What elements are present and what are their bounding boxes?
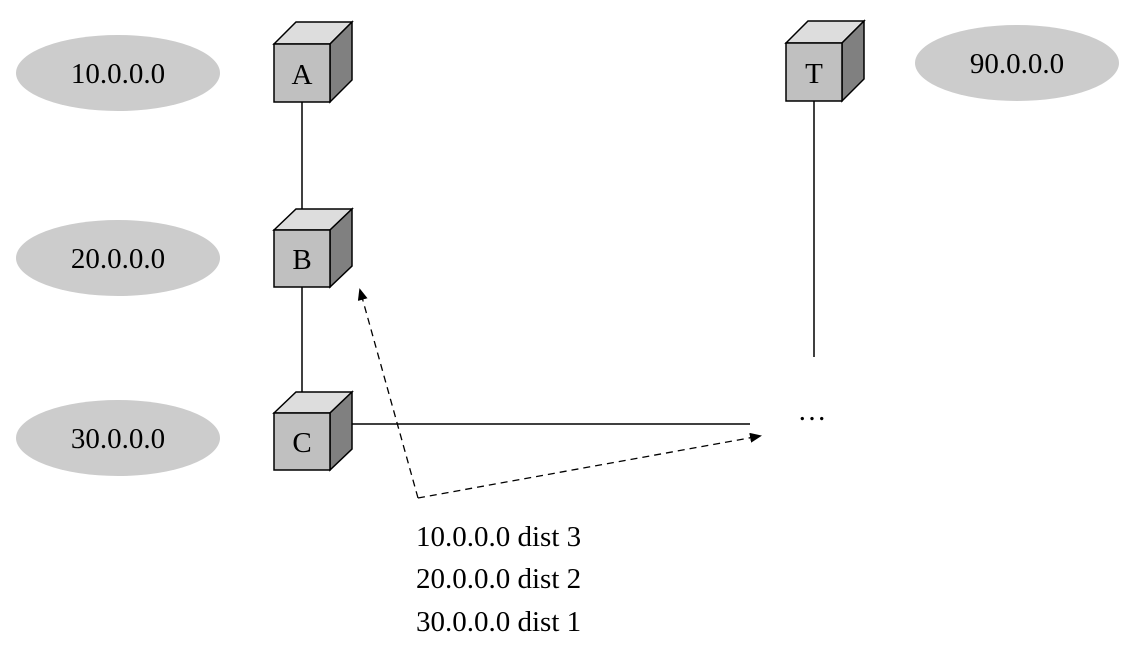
router-c-box: C — [272, 390, 354, 472]
advertisement-path-to-right — [417, 432, 762, 499]
network-30-ellipse: 30.0.0.0 — [16, 400, 220, 476]
advertisement-line-2: 20.0.0.0 dist 2 — [416, 563, 581, 595]
network-10-ellipse: 10.0.0.0 — [16, 35, 220, 111]
network-90-label: 90.0.0.0 — [970, 48, 1064, 80]
router-b-label: B — [292, 244, 311, 276]
advertisement-line-3: 30.0.0.0 dist 1 — [416, 606, 581, 638]
advertisement-path-to-b — [357, 288, 419, 499]
advertisement-line-1: 10.0.0.0 dist 3 — [416, 521, 581, 553]
ellipsis-label: … — [798, 395, 827, 427]
network-20-label: 20.0.0.0 — [71, 243, 165, 275]
router-b-box: B — [272, 207, 354, 289]
network-20-ellipse: 20.0.0.0 — [16, 220, 220, 296]
router-a-label: A — [292, 59, 313, 91]
network-30-label: 30.0.0.0 — [71, 423, 165, 455]
router-a-box: A — [272, 20, 354, 104]
router-t-box: T — [784, 19, 866, 103]
network-90-ellipse: 90.0.0.0 — [915, 25, 1119, 101]
router-t-label: T — [805, 58, 823, 90]
network-10-label: 10.0.0.0 — [71, 58, 165, 90]
router-c-label: C — [292, 427, 311, 459]
